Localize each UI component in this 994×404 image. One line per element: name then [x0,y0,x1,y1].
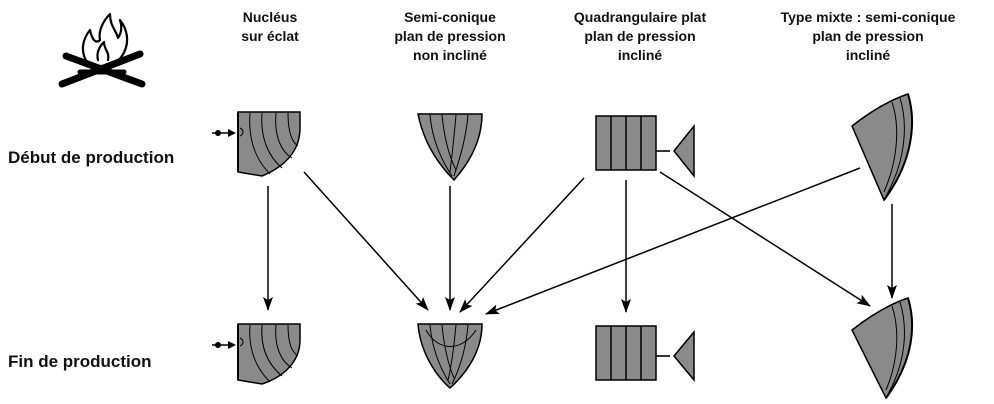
header-line: Type mixte : semi-conique [780,9,956,25]
header-line: plan de pression [584,28,696,44]
header-line: non incliné [413,47,487,63]
arrow-mixte-to-semi-conique [485,167,861,315]
pointer-icon [212,129,236,137]
header-line: Nucléus [242,9,298,25]
header-line: incliné [617,47,663,63]
header-nucleus-sur-eclat: Nucléus sur éclat [218,8,322,46]
quadrangulaire-core-start [595,115,695,179]
header-line: Semi-conique [404,9,496,25]
type-mixte-core-start [851,93,913,202]
header-type-mixte: Type mixte : semi-conique plan de pressi… [758,8,978,65]
type-mixte-core-end [851,297,913,400]
header-quadrangulaire-plat: Quadrangulaire plat plan de pression inc… [550,8,730,65]
arrow-quadrangulaire-to-mixte [659,171,871,307]
campfire-icon [58,12,146,88]
nucleus-sur-eclat-core-end [237,323,301,385]
semi-conique-core-start [417,113,483,182]
header-line: Quadrangulaire plat [573,9,707,25]
header-line: plan de pression [812,28,924,44]
row-label-fin: Fin de production [8,352,152,371]
header-line: plan de pression [394,28,506,44]
header-line: incliné [845,47,891,63]
header-semi-conique: Semi-conique plan de pression non inclin… [370,8,530,65]
pointer-icon [212,341,236,349]
semi-conique-core-end [417,323,483,390]
quadrangulaire-core-end [595,325,695,383]
row-label-debut: Début de production [8,148,175,167]
nucleus-sur-eclat-core-start [237,111,301,177]
arrow-quadrangulaire-to-semi-conique [459,177,585,313]
arrow-nucleus-to-semi-conique [303,171,429,311]
header-line: sur éclat [241,28,299,44]
